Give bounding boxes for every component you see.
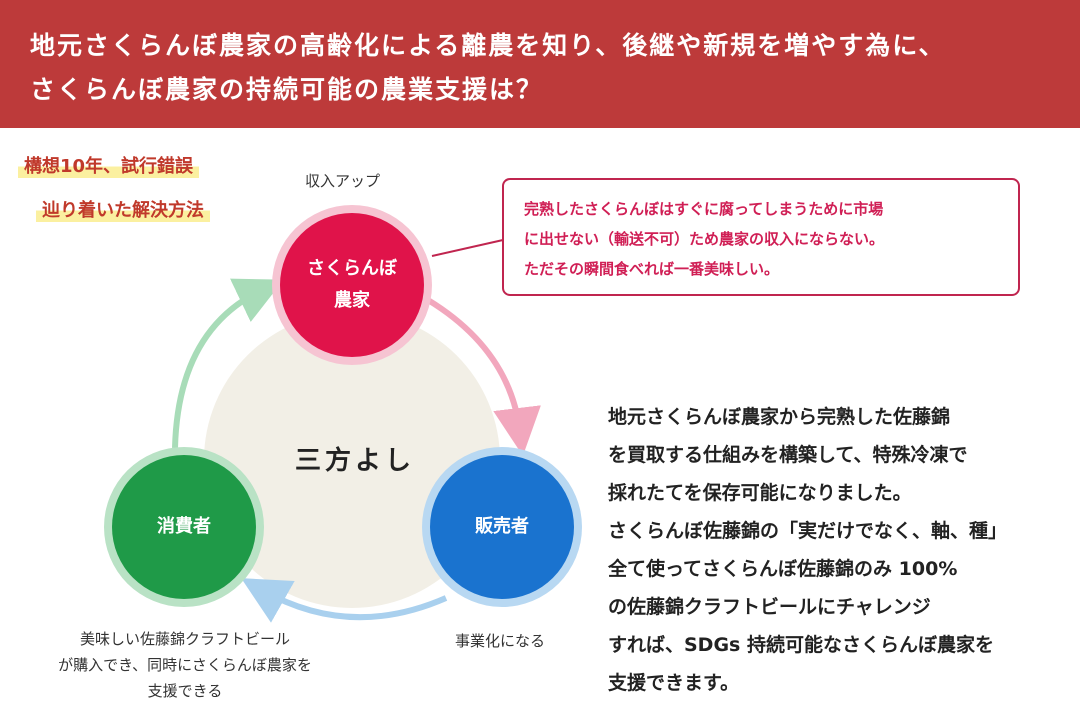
callout-line2: に出せない（輸送不可）ため農家の収入にならない。 bbox=[524, 230, 885, 248]
consumer-label: 消費者 bbox=[157, 516, 211, 537]
callout-line1: 完熟したさくらんぼはすぐに腐ってしまうために市場 bbox=[524, 200, 884, 218]
consumer-circle bbox=[112, 455, 256, 599]
description-line6: の佐藤錦クラフトビールにチャレンジ bbox=[608, 596, 931, 618]
description-line1: 地元さくらんぼ農家から完熟した佐藤錦 bbox=[608, 406, 951, 428]
consumer-bottom-label: 美味しい佐藤錦クラフトビール が購入でき、同時にさくらんぼ農家を 支援できる bbox=[20, 626, 350, 704]
callout-box: 完熟したさくらんぼはすぐに腐ってしまうために市場 に出せない（輸送不可）ため農家… bbox=[502, 178, 1020, 296]
highlight-line2: 辿り着いた解決方法 bbox=[36, 196, 210, 222]
description-line5: 全て使ってさくらんぼ佐藤錦のみ 100% bbox=[608, 558, 958, 580]
description-line3: 採れたてを保存可能になりました。 bbox=[608, 482, 912, 504]
consumer-bottom-line1: 美味しい佐藤錦クラフトビール bbox=[79, 630, 290, 648]
seller-circle bbox=[430, 455, 574, 599]
highlight-line1: 構想10年、試行錯誤 bbox=[18, 152, 200, 178]
description-line7: すれば、SDGs 持続可能なさくらんぼ農家を bbox=[608, 634, 994, 656]
farmer-top-label: 収入アップ bbox=[305, 172, 381, 190]
header-title-line1: 地元さくらんぼ農家の高齢化による離農を知り、後継や新規を増やす為に、 bbox=[30, 31, 946, 60]
consumer-bottom-line2: が購入でき、同時にさくらんぼ農家を bbox=[58, 656, 312, 674]
arrow-seller-to-consumer bbox=[241, 578, 448, 623]
seller-label: 販売者 bbox=[475, 516, 529, 537]
farmer-circle bbox=[280, 213, 424, 357]
header-title-line2: さくらんぼ農家の持続可能の農業支援は？ bbox=[30, 75, 544, 104]
farmer-label-line2: 農家 bbox=[334, 290, 370, 311]
farmer-label-line1: さくらんぼ bbox=[307, 258, 397, 279]
description-line2: を買取する仕組みを構築して、特殊冷凍で bbox=[608, 444, 968, 466]
farmer-label: さくらんぼ 農家 bbox=[292, 253, 412, 317]
header-banner: 地元さくらんぼ農家の高齢化による離農を知り、後継や新規を増やす為に、 さくらんぼ… bbox=[0, 0, 1080, 128]
arrow-consumer-to-farmer bbox=[172, 278, 284, 449]
consumer-bottom-line3: 支援できる bbox=[147, 682, 223, 700]
description-line8: 支援できます。 bbox=[608, 672, 740, 694]
seller-bottom-label: 事業化になる bbox=[455, 632, 546, 650]
callout-line3: ただその瞬間食べれば一番美味しい。 bbox=[524, 260, 780, 278]
center-label: 三方よし bbox=[295, 446, 416, 476]
description-line4: さくらんぼ佐藤錦の「実だけでなく、軸、種」 bbox=[608, 520, 1008, 542]
arrow-farmer-to-seller bbox=[426, 297, 541, 456]
callout-connector-line bbox=[431, 239, 504, 257]
